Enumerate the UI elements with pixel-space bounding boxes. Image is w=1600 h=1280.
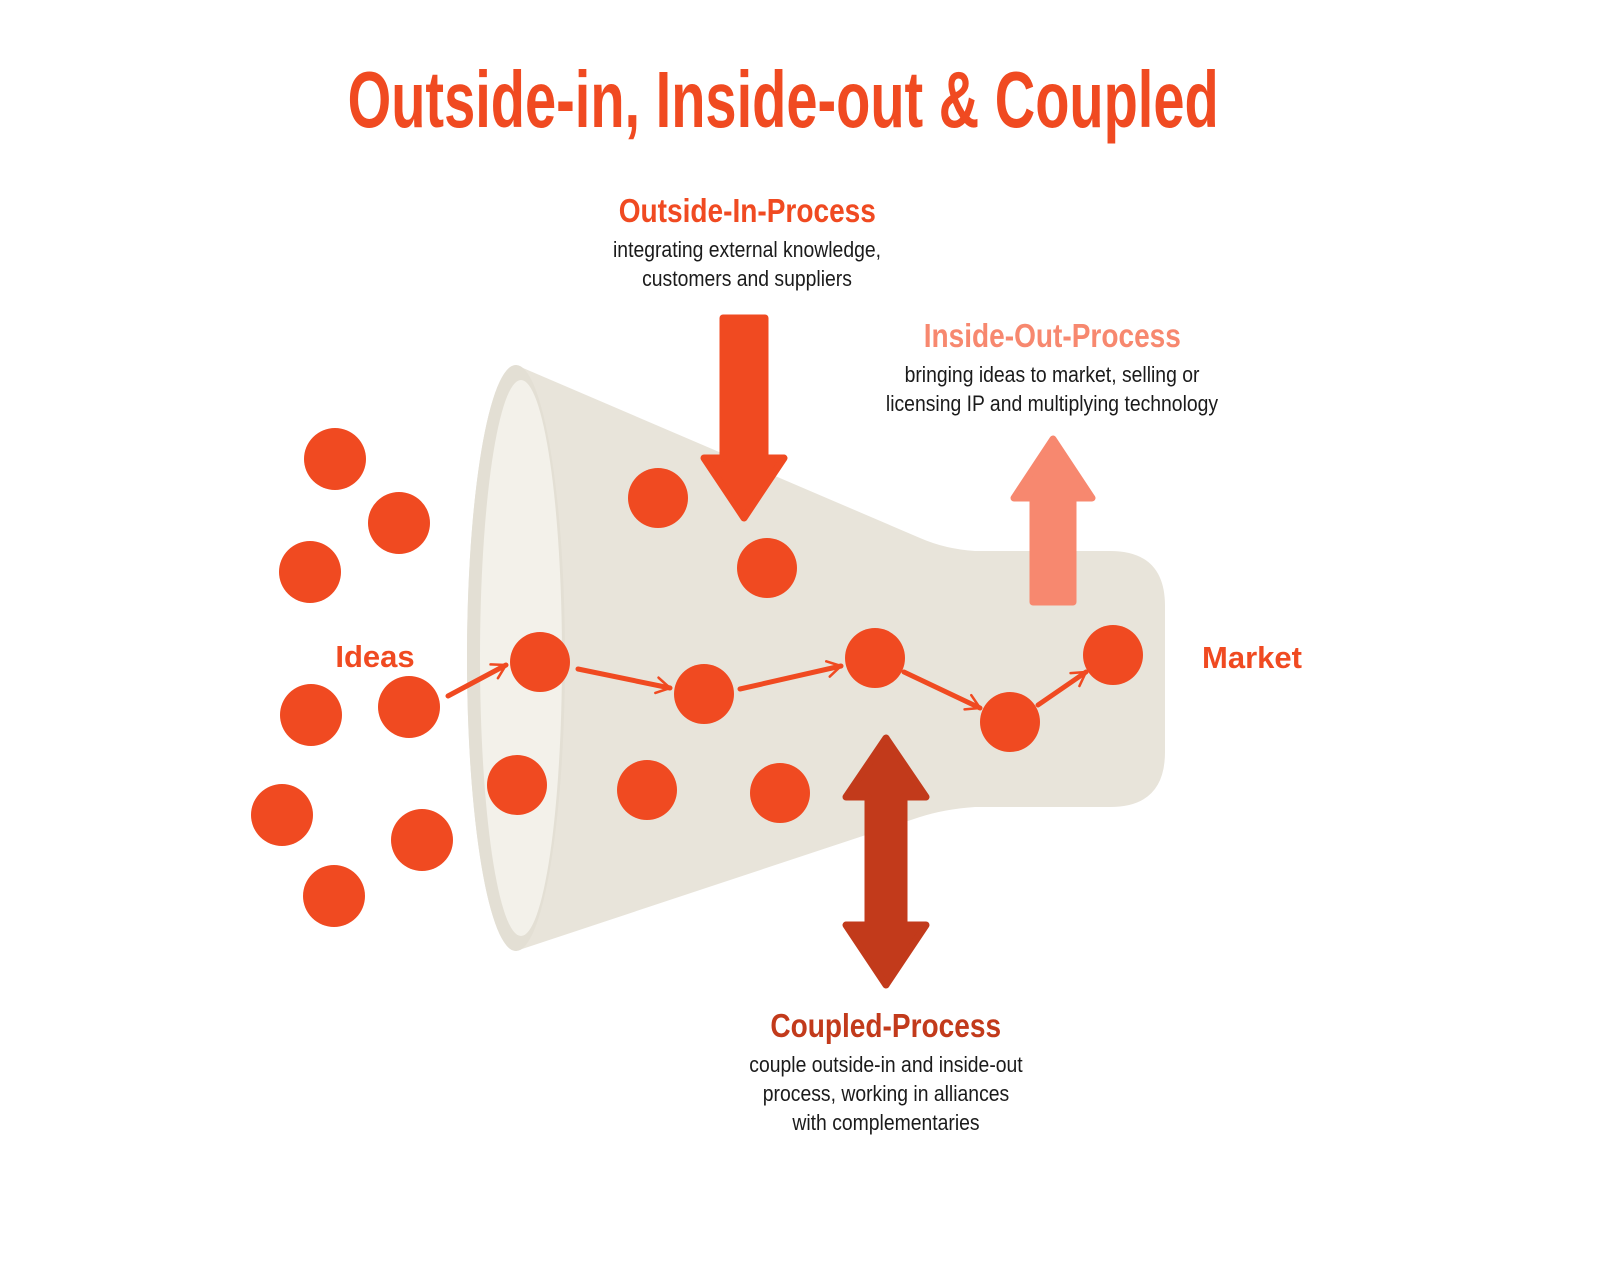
chain-arrow <box>445 662 509 699</box>
idea-dot <box>391 809 453 871</box>
outside-in-process-title: Outside-In-Process <box>487 193 1007 229</box>
coupled-process-title: Coupled-Process <box>626 1008 1146 1044</box>
chain-dots-group <box>510 625 1143 752</box>
funnel-dot <box>487 755 547 815</box>
page-title: Outside-in, Inside-out & Coupled <box>0 60 1566 140</box>
inside-out-arrow <box>1010 435 1096 606</box>
coupled-process-block: Coupled-Process couple outside-in and in… <box>626 1008 1146 1137</box>
chain-arrow <box>575 666 673 695</box>
inside-out-process-block: Inside-Out-Process bringing ideas to mar… <box>792 318 1312 418</box>
outside-in-process-desc: integrating external knowledge, customer… <box>613 237 881 291</box>
coupled-arrow <box>842 734 930 989</box>
inside-out-process-desc: bringing ideas to market, selling or lic… <box>885 362 1219 416</box>
idea-dot <box>279 541 341 603</box>
chain-arrow <box>901 669 983 711</box>
chain-arrow <box>1035 669 1089 708</box>
inside-dots-group <box>487 468 810 823</box>
funnel-dot <box>737 538 797 598</box>
coupled-process-title-text: Coupled-Process <box>770 1007 1002 1044</box>
chain-dot <box>1083 625 1143 685</box>
coupled-process-desc: couple outside-in and inside-out process… <box>749 1052 1023 1135</box>
funnel-dot <box>628 468 688 528</box>
chain-dot <box>980 692 1040 752</box>
idea-dot <box>368 492 430 554</box>
idea-dot <box>304 428 366 490</box>
idea-dot <box>280 684 342 746</box>
ideas-label: Ideas <box>335 639 415 674</box>
outside-in-process-block: Outside-In-Process integrating external … <box>487 193 1007 293</box>
chain-dot <box>845 628 905 688</box>
funnel-dot <box>750 763 810 823</box>
inside-out-process-title-text: Inside-Out-Process <box>923 317 1181 354</box>
chain-dot <box>510 632 570 692</box>
inside-out-process-title: Inside-Out-Process <box>792 318 1312 354</box>
idea-dot <box>378 676 440 738</box>
chain-arrow <box>737 660 844 692</box>
outside-in-process-title-text: Outside-In-Process <box>618 192 876 229</box>
page-title-text: Outside-in, Inside-out & Coupled <box>347 55 1219 144</box>
funnel-dot <box>617 760 677 820</box>
idea-dot <box>251 784 313 846</box>
outside-in-arrow <box>700 314 788 522</box>
chain-arrows-group <box>445 660 1089 711</box>
chain-dot <box>674 664 734 724</box>
outside-dots-group <box>251 428 453 927</box>
market-label: Market <box>1202 640 1302 675</box>
idea-dot <box>303 865 365 927</box>
